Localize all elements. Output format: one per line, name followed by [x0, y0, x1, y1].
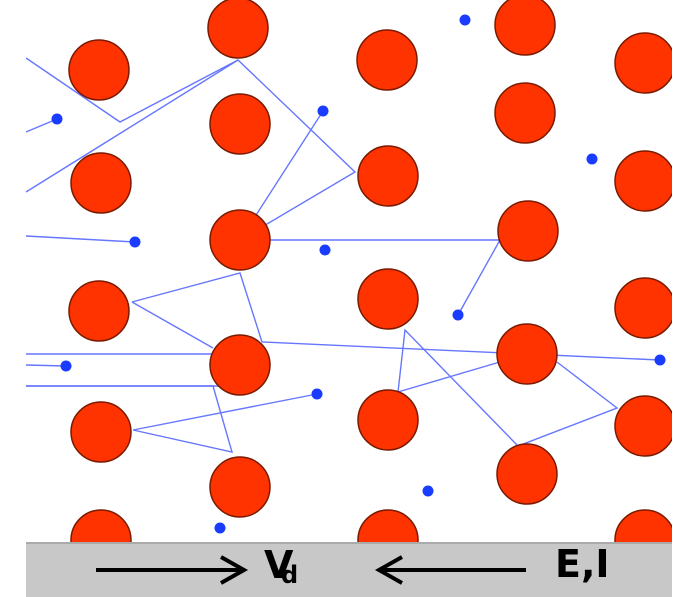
ion-6	[209, 93, 271, 155]
ion-23	[70, 509, 132, 542]
drift-velocity-subscript: d	[281, 561, 299, 589]
ion-13	[68, 280, 130, 342]
electron-path-4	[26, 235, 136, 243]
field-current-label: E,I	[555, 542, 610, 586]
ion-17	[496, 323, 558, 385]
ion-9	[357, 145, 419, 207]
electron-11	[422, 485, 434, 497]
ion-3	[356, 29, 418, 91]
ion-21	[209, 456, 271, 518]
ion-7	[494, 82, 556, 144]
ion-11	[209, 209, 271, 271]
electron-5	[129, 236, 141, 248]
electron-9	[654, 354, 666, 366]
electron-4	[586, 153, 598, 165]
electron-path-1	[26, 118, 58, 133]
ion-10	[614, 150, 672, 212]
ion-22	[496, 443, 558, 505]
electron-path-6	[131, 272, 661, 361]
electron-6	[319, 244, 331, 256]
free-electrons	[51, 14, 666, 534]
electron-path-7	[131, 301, 214, 349]
drift-velocity-label: V	[264, 543, 294, 587]
ion-8	[70, 152, 132, 214]
electron-path-9	[26, 364, 67, 367]
electron-12	[214, 522, 226, 534]
electron-8	[60, 360, 72, 372]
drift-arrow	[96, 555, 249, 585]
electron-3	[317, 105, 329, 117]
ion-24	[357, 509, 419, 542]
electron-10	[311, 388, 323, 400]
ion-18	[70, 401, 132, 463]
ion-12	[497, 200, 559, 262]
ion-2	[207, 0, 269, 59]
electron-path-3	[26, 59, 239, 193]
ion-20	[614, 395, 672, 457]
ion-16	[209, 334, 271, 396]
ion-19	[357, 389, 419, 451]
ion-14	[357, 268, 419, 330]
ion-4	[494, 0, 556, 56]
ion-15	[614, 277, 672, 339]
electron-1	[459, 14, 471, 26]
ion-25	[614, 509, 672, 542]
direction-bar	[26, 542, 672, 597]
arrows	[96, 555, 526, 585]
ion-1	[68, 39, 130, 101]
electron-path-11	[26, 385, 318, 453]
electron-7	[452, 309, 464, 321]
field-arrow	[374, 555, 526, 585]
ion-5	[614, 32, 672, 94]
ion-lattice	[68, 0, 672, 542]
electron-2	[51, 113, 63, 125]
electron-paths	[26, 57, 661, 453]
